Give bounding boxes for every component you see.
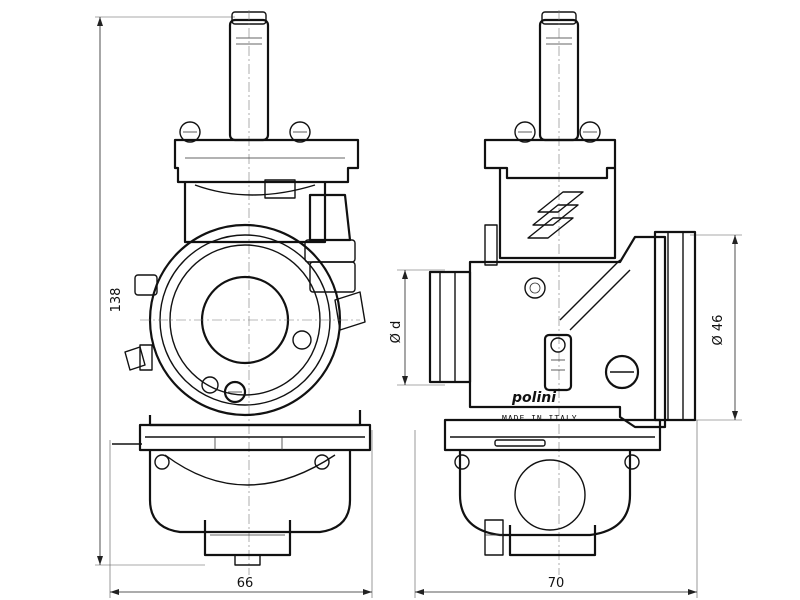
brand-logo-text: polini bbox=[511, 390, 556, 406]
width-side-label: 70 bbox=[548, 576, 565, 591]
side-view: polini MADE IN ITALY bbox=[428, 10, 697, 575]
dimension-inlet-diameter: Ø d bbox=[389, 269, 445, 386]
dimension-width-front: 66 bbox=[109, 430, 373, 598]
outlet-diameter-label: Ø 46 bbox=[711, 315, 726, 346]
dimension-outlet-diameter: Ø 46 bbox=[690, 234, 742, 421]
front-view bbox=[112, 10, 372, 575]
dimension-height: 138 bbox=[95, 16, 235, 566]
origin-stamp: MADE IN ITALY bbox=[502, 414, 578, 423]
inlet-diameter-label: Ø d bbox=[389, 321, 404, 344]
height-label: 138 bbox=[109, 288, 124, 313]
width-front-label: 66 bbox=[237, 576, 254, 591]
dimension-width-side: 70 bbox=[414, 420, 698, 598]
